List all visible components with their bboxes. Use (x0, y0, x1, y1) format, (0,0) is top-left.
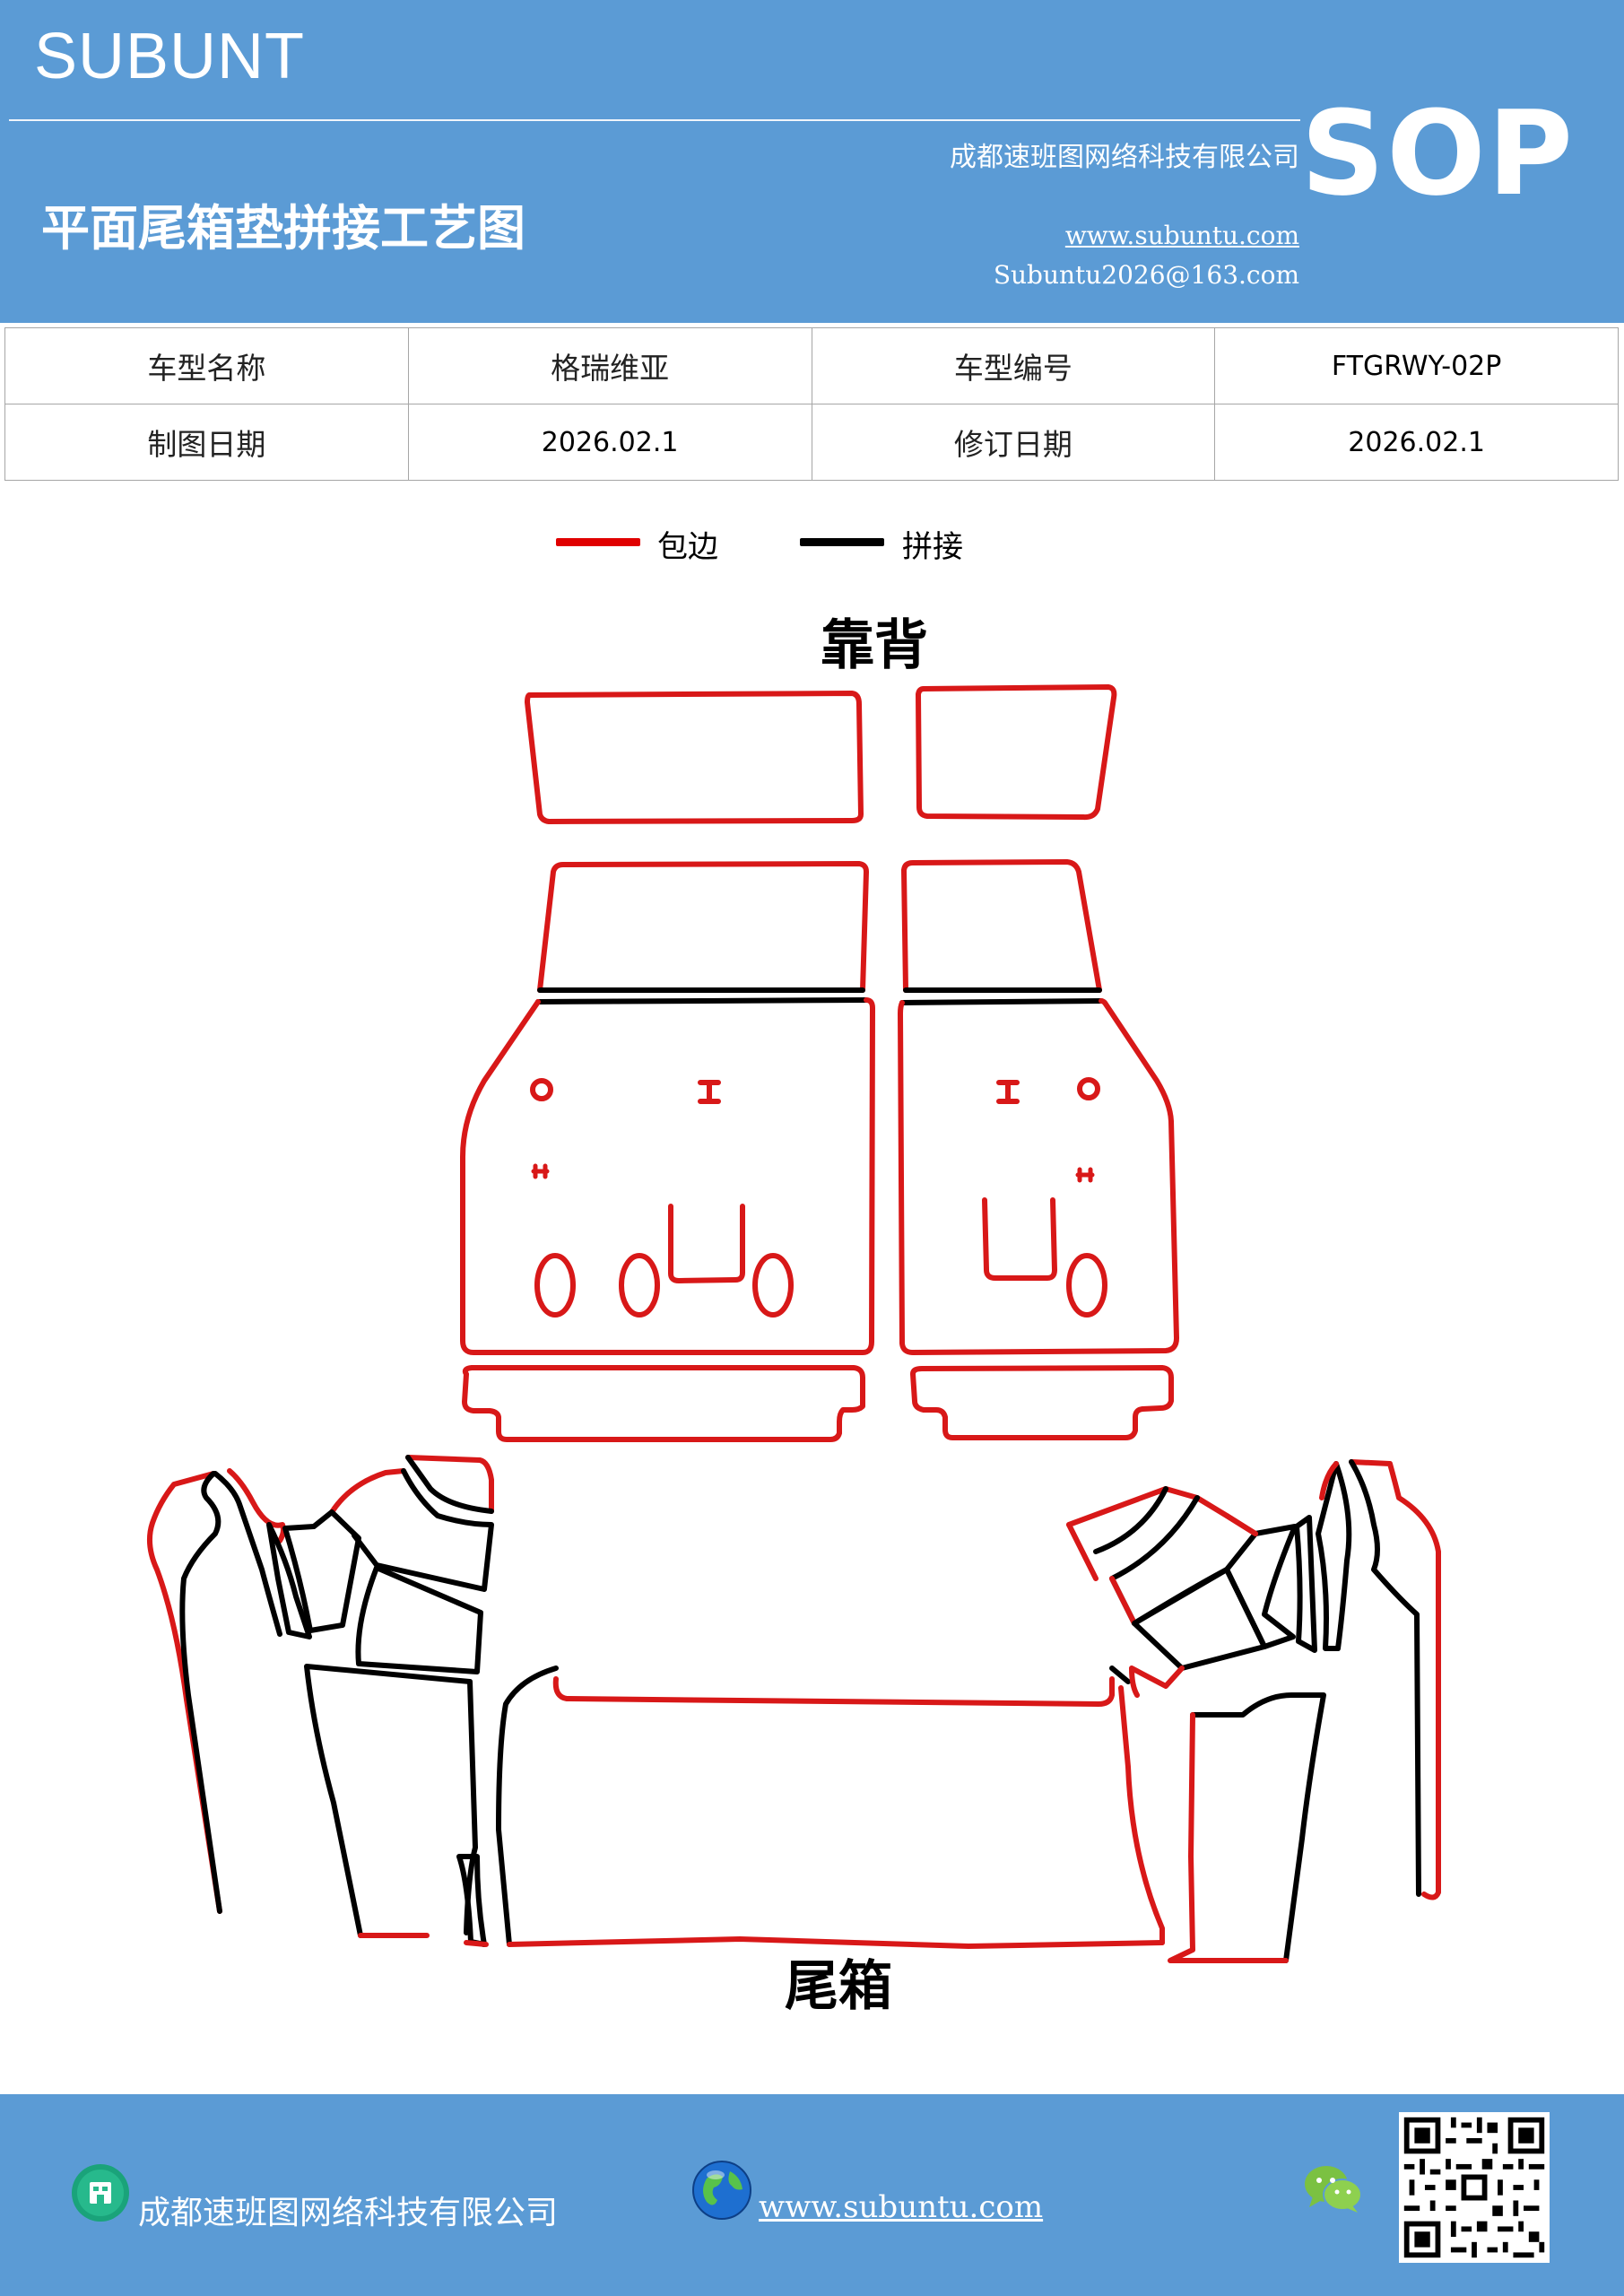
left-side-strip (213, 1471, 282, 1637)
right-strip-1 (1316, 1461, 1352, 1651)
footer-company: 成都速班图网络科技有限公司 (138, 2195, 559, 2231)
website-link[interactable]: www.subuntu.com (1064, 221, 1299, 250)
left-side-strip-2 (266, 1522, 312, 1639)
header-divider (9, 119, 1300, 121)
document-title: 平面尾箱垫拼接工艺图 (41, 199, 525, 257)
backrest-mid-right-piece (901, 859, 1102, 993)
backrest-main-left-splice (535, 997, 869, 1004)
backrest-label: 靠背 (821, 614, 928, 677)
qr-code[interactable] (1399, 2112, 1550, 2263)
trunk-label: 尾箱 (785, 1955, 892, 2018)
left-outer-side-piece (146, 1471, 222, 1914)
left-box-piece (355, 1565, 483, 1674)
header-banner: SUBUNT 成都速班图网络科技有限公司 平面尾箱垫拼接工艺图 www.subu… (0, 0, 1624, 323)
model-name-value: 格瑞维亚 (407, 327, 812, 404)
hook-cutout (698, 1080, 721, 1104)
hole-cutout (530, 1078, 553, 1101)
left-arch-piece (329, 1468, 406, 1515)
left-arch-splice (282, 1509, 361, 1633)
revise-date-value: 2026.02.1 (1214, 404, 1619, 481)
splice-legend-swatch (800, 538, 884, 546)
edge-legend-label: 包边 (657, 529, 718, 565)
slot-cutout (1075, 1167, 1095, 1183)
left-top-piece (405, 1455, 494, 1514)
footer-banner: 成都速班图网络科技有限公司 www.subuntu.com (0, 2094, 1624, 2296)
oval-cutout (752, 1253, 794, 1318)
hole-cutout (1077, 1077, 1100, 1100)
backrest-main-left-piece (460, 997, 875, 1355)
table-row: 车型名称 格瑞维亚 车型编号 FTGRWY-02P (4, 327, 1619, 404)
trunk-main-left-splice (496, 1665, 559, 1947)
trunk-main-right-edge (1118, 1685, 1165, 1945)
left-outer-side-splice (179, 1471, 222, 1914)
right-lower-piece-edge (1168, 1712, 1289, 1963)
draw-date-label: 制图日期 (4, 404, 409, 481)
edge-legend-swatch (556, 538, 640, 546)
oval-cutout (619, 1253, 660, 1318)
right-lower-piece (1190, 1692, 1326, 1963)
draw-date-value: 2026.02.1 (407, 404, 812, 481)
left-wedge-edge (464, 1940, 489, 1947)
legend: 包边 拼接 (0, 520, 1624, 574)
hook-cutout (996, 1080, 1020, 1104)
slot-cutout (531, 1163, 550, 1179)
revise-date-label: 修订日期 (811, 404, 1216, 481)
trunk-main-bottom-edge (507, 1936, 1165, 1949)
right-outer-side-splice (1349, 1459, 1421, 1897)
globe-icon (692, 2161, 751, 2220)
trunk-main-right-splice (1109, 1665, 1131, 1684)
oval-cutout (1066, 1253, 1107, 1318)
company-name: 成都速班图网络科技有限公司 (950, 142, 1299, 173)
sop-badge: SOP (1300, 85, 1575, 222)
backrest-bottom-right-strip (910, 1365, 1174, 1440)
right-wedge-piece (1129, 1665, 1185, 1698)
trunk-main-top-edge (552, 1676, 1115, 1707)
wechat-icon (1305, 2166, 1362, 2213)
building-icon (72, 2164, 129, 2222)
left-side-strip-edge (227, 1468, 286, 1544)
left-top-splice (352, 1455, 494, 1592)
brand-name: SUBUNT (34, 21, 306, 92)
right-top-piece-edge (1066, 1522, 1137, 1626)
model-name-label: 车型名称 (4, 327, 409, 404)
right-strip-1-edge (1319, 1461, 1339, 1500)
email-address: Subuntu2026@163.com (993, 260, 1299, 290)
backrest-mid-left-piece (537, 861, 869, 993)
backrest-main-right-piece (898, 998, 1179, 1355)
model-code-label: 车型编号 (811, 327, 1216, 404)
backrest-top-left-piece (525, 691, 864, 824)
right-box-piece (1132, 1567, 1267, 1671)
backrest-top-right-piece (916, 684, 1117, 821)
right-outer-side-piece (1349, 1459, 1441, 1900)
backrest-bottom-left-strip (462, 1365, 865, 1442)
right-strip-2 (1294, 1515, 1317, 1653)
backrest-main-right-splice (899, 998, 1104, 1005)
table-row: 制图日期 2026.02.1 修订日期 2026.02.1 (4, 404, 1619, 481)
splice-legend-label: 拼接 (902, 529, 963, 565)
tie-down-cutout (668, 1204, 745, 1283)
tie-down-cutout (982, 1197, 1057, 1281)
footer-website-link[interactable]: www.subuntu.com (759, 2189, 1044, 2225)
right-arch-piece (1224, 1524, 1298, 1649)
left-lower-piece (304, 1664, 478, 1938)
vehicle-info-table: 车型名称 格瑞维亚 车型编号 FTGRWY-02P 制图日期 2026.02.1… (4, 327, 1619, 481)
model-code-value: FTGRWY-02P (1214, 327, 1619, 404)
oval-cutout (534, 1253, 576, 1318)
mat-splice-diagram: 靠背 尾箱 (146, 614, 1441, 2018)
